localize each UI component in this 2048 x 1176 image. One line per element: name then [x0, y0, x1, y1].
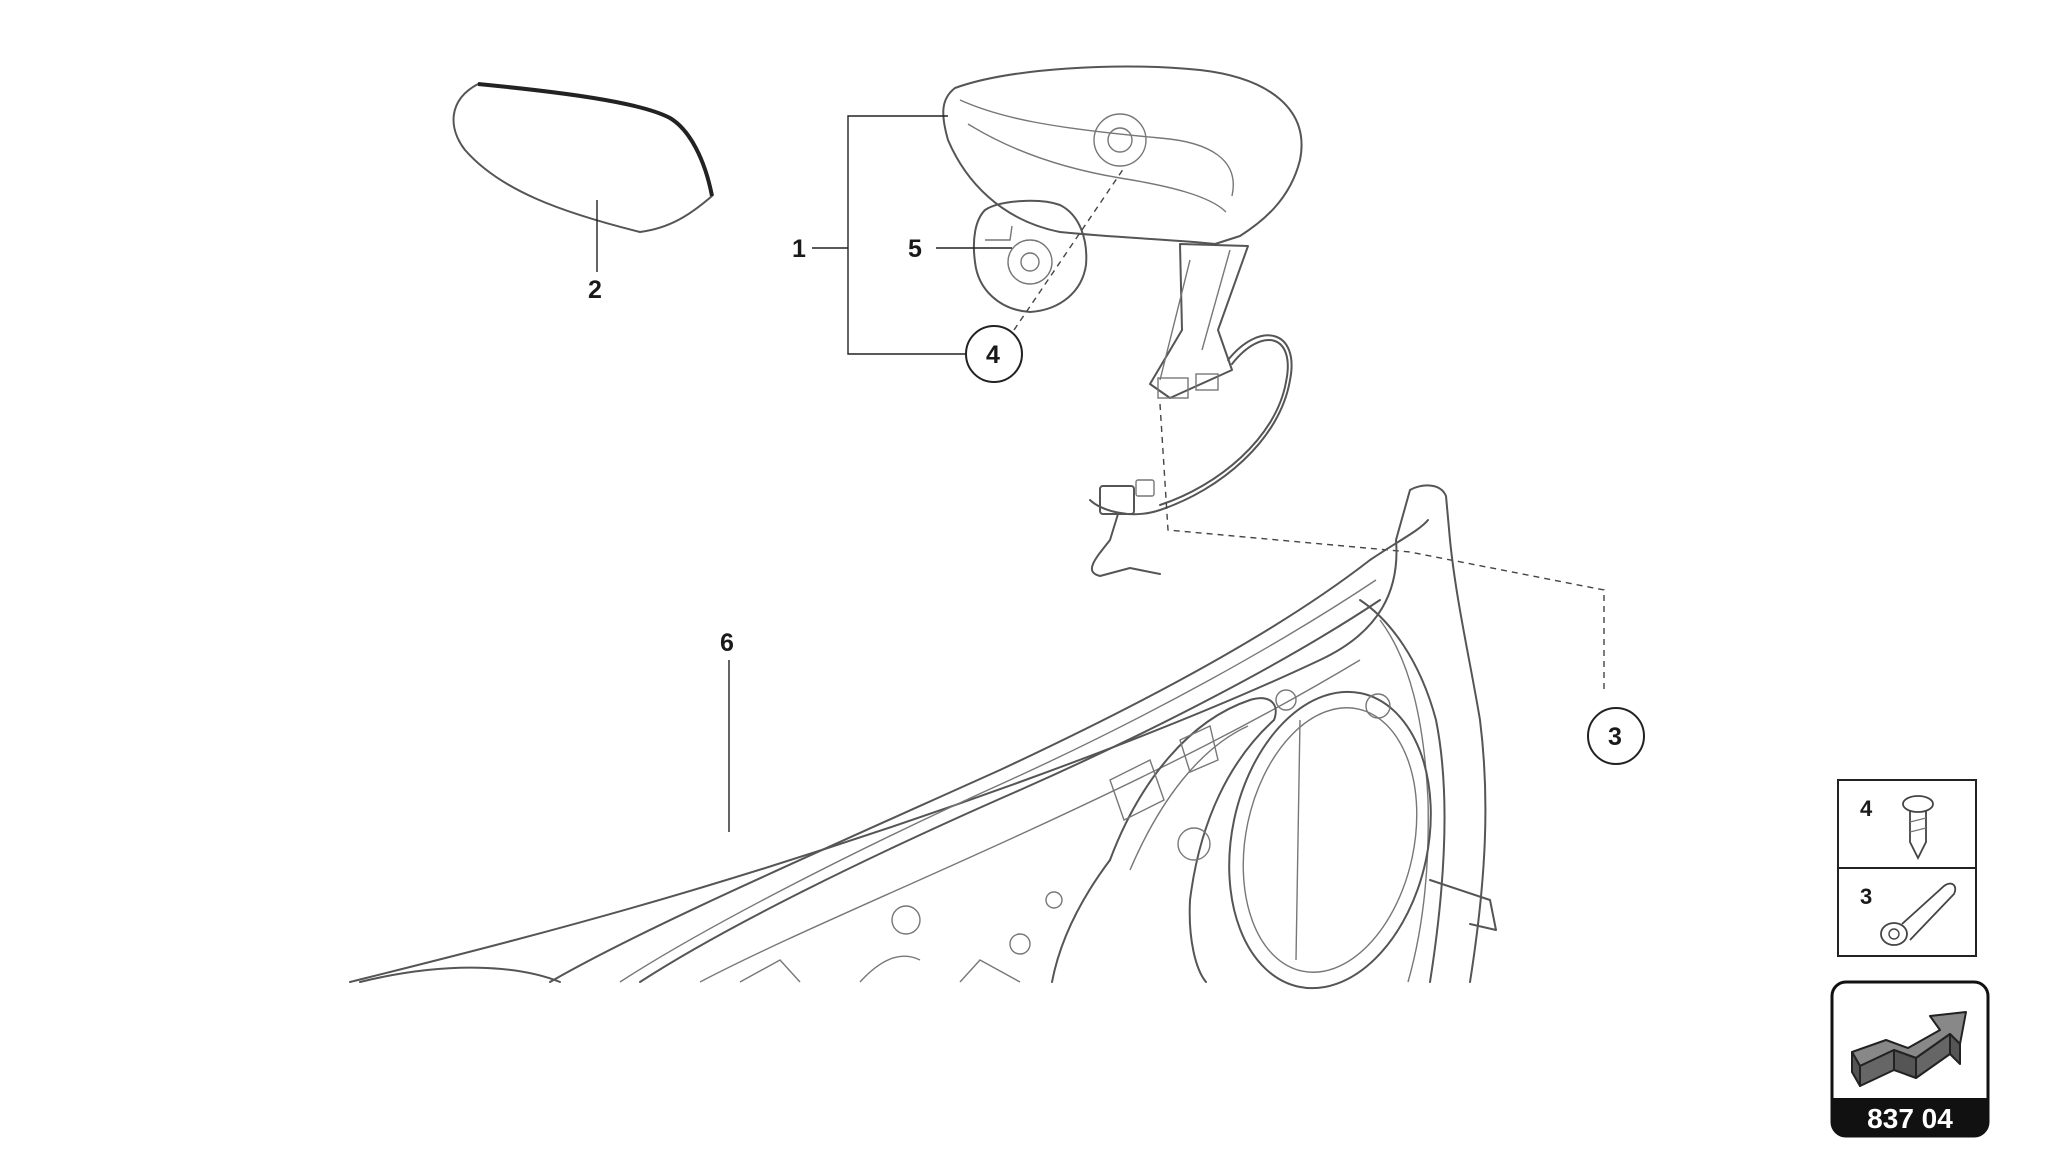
screw-line-4 [1013, 167, 1125, 331]
legend-item-3-label: 3 [1860, 884, 1872, 909]
legend-item-4-label: 4 [1860, 796, 1873, 821]
callout-4: 4 [986, 341, 1000, 369]
electrical-connector [1090, 479, 1161, 577]
mirror-housing [942, 65, 1303, 516]
callout-3-circle [1587, 707, 1645, 765]
fastener-legend: 4 3 [1837, 779, 1977, 957]
mirror-glass [452, 82, 714, 233]
mirror-motor [972, 199, 1088, 313]
callout-4-circle [965, 325, 1023, 383]
reference-code: 837 04 [1867, 1103, 1953, 1134]
screw-4-icon [1902, 795, 1934, 861]
callout-3: 3 [1608, 723, 1622, 751]
arrow-icon [1851, 1011, 1967, 1087]
callout-2: 2 [588, 276, 602, 304]
bracket-1 [847, 115, 968, 355]
callout-6: 6 [720, 629, 734, 657]
screw-3-icon [1880, 882, 1957, 946]
screw-line-3 [1159, 403, 1605, 690]
callout-1: 1 [792, 235, 806, 263]
nav-reference-box[interactable]: 837 04 [1830, 980, 1990, 1138]
door-panel [349, 484, 1497, 990]
callout-5: 5 [908, 235, 922, 263]
